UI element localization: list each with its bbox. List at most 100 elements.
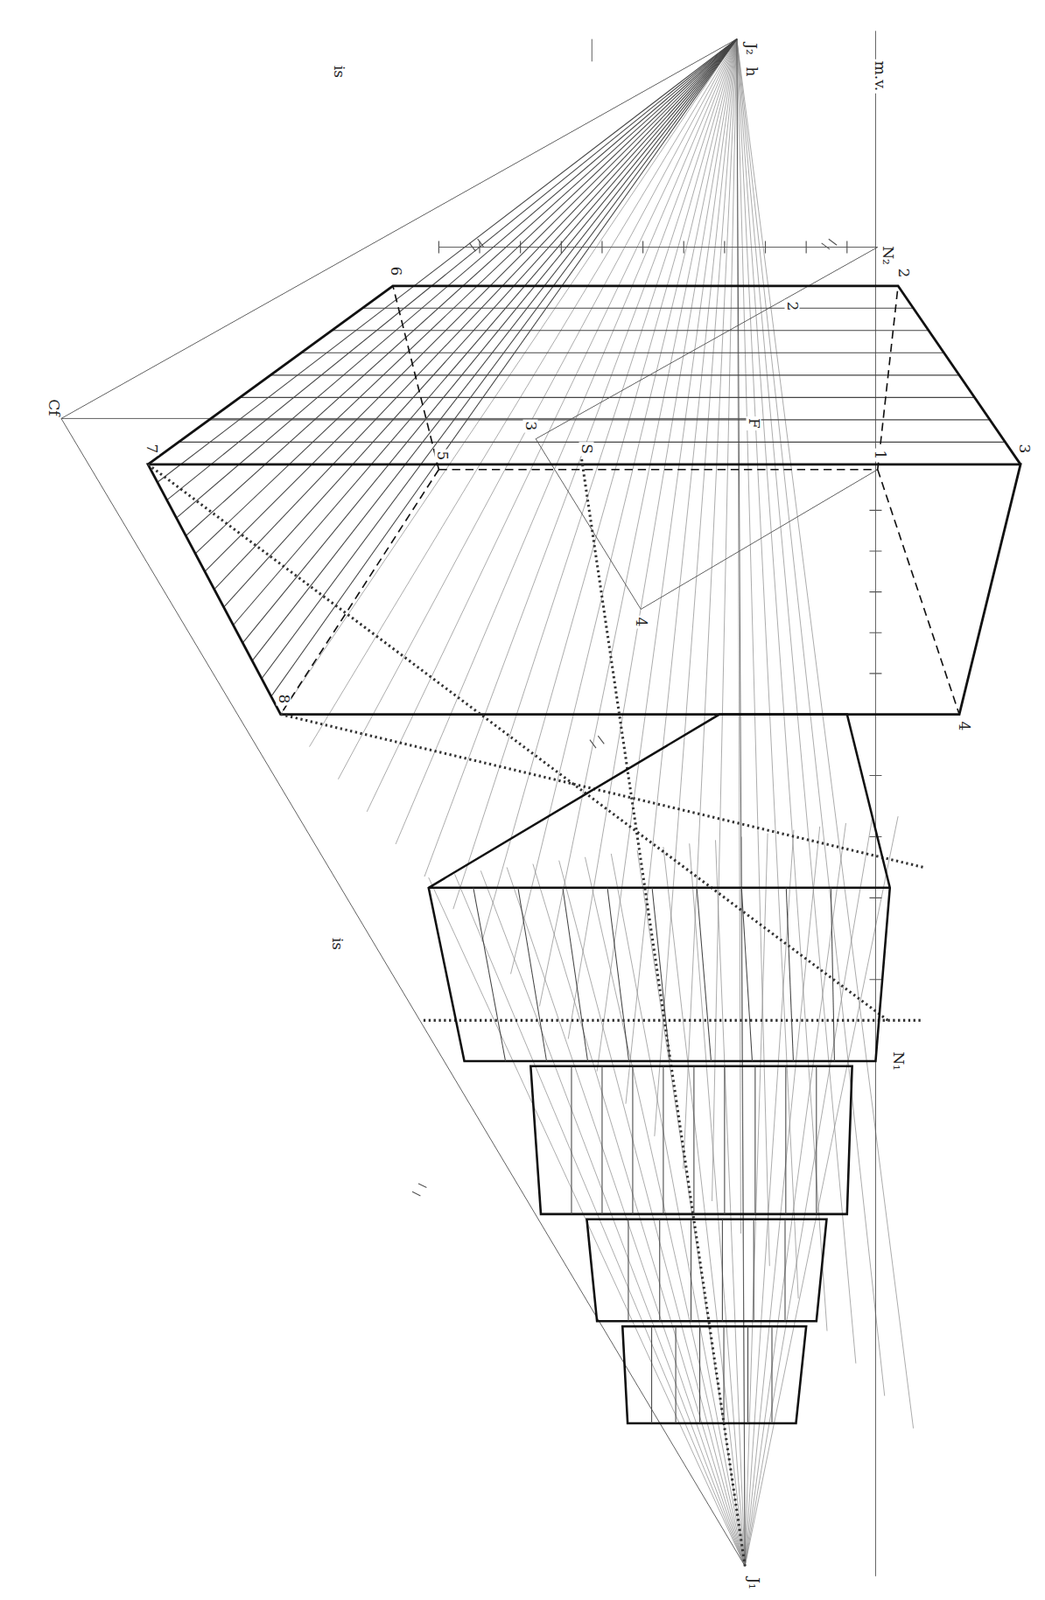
construction-line (518, 888, 548, 1062)
construction-line (651, 1326, 653, 1424)
point-label: 5 (434, 449, 449, 463)
construction-line (723, 1066, 725, 1215)
construction-line (309, 39, 737, 748)
construction-line (506, 867, 745, 1567)
construction-line (362, 308, 914, 309)
construction-line (539, 39, 737, 1008)
construction-line (744, 823, 846, 1567)
construction-line (233, 39, 737, 626)
point-label: 7 (143, 442, 159, 456)
construction-line (744, 830, 794, 1567)
construction-line (830, 888, 835, 1062)
construction-line (473, 888, 506, 1062)
construction-line (744, 827, 821, 1567)
point-label: S (579, 441, 595, 456)
construction-line (366, 39, 737, 813)
point-label: 3 (1016, 442, 1031, 456)
construction-line (784, 1220, 786, 1323)
construction-line (280, 39, 737, 716)
point-label: 2 (784, 299, 800, 313)
construction-line (754, 1066, 756, 1215)
construction-line (610, 854, 745, 1567)
construction-line (601, 1066, 603, 1215)
point-label: h (743, 64, 759, 78)
construction-line (675, 1326, 677, 1424)
construction-line (562, 888, 589, 1062)
construction-line (785, 1066, 786, 1215)
construction-line (696, 888, 711, 1062)
construction-line (785, 888, 793, 1062)
construction-line (659, 1220, 660, 1323)
construction-line (654, 39, 737, 1137)
construction-line (747, 1326, 749, 1424)
construction-line (214, 39, 737, 590)
construction-line (627, 1220, 629, 1323)
construction-line (607, 888, 629, 1062)
point-label: is (329, 935, 344, 952)
construction-line (712, 39, 737, 1202)
construction-line (663, 847, 745, 1567)
point-label: 6 (388, 265, 404, 279)
point-label: 8 (276, 692, 292, 706)
construction-line (239, 397, 975, 399)
point-label: N₂ (880, 244, 896, 267)
construction-line (271, 39, 737, 697)
construction-line (157, 39, 737, 484)
construction-line (741, 888, 752, 1062)
construction-line (224, 39, 737, 608)
point-label: Cf (45, 398, 61, 419)
point-label: 1 (872, 448, 888, 463)
construction-line (337, 39, 737, 780)
construction-line (815, 1066, 817, 1215)
construction-line (585, 857, 746, 1567)
construction-line (167, 39, 737, 501)
construction-line (482, 39, 737, 943)
construction-line (270, 374, 960, 376)
construction-line (736, 39, 799, 1300)
construction-line (424, 39, 737, 877)
construction-line (596, 39, 737, 1073)
construction-line (699, 1326, 701, 1424)
construction-line (715, 840, 746, 1567)
construction-line (195, 39, 737, 555)
point-label: F (745, 416, 761, 431)
point-label: J₁ (745, 1576, 761, 1593)
construction-line (753, 1220, 755, 1323)
construction-line (722, 1220, 723, 1323)
construction-line (662, 1066, 664, 1215)
construction-line (570, 1066, 572, 1215)
construction-line (631, 1066, 633, 1215)
construction-line (736, 39, 828, 1333)
construction-line (301, 352, 945, 354)
construction-line (252, 39, 737, 662)
construction-line (453, 39, 737, 911)
construction-line (683, 39, 737, 1170)
construction-line (204, 39, 737, 573)
point-label: 4 (633, 616, 649, 630)
construction-line (690, 1220, 692, 1323)
construction-line (511, 39, 737, 975)
construction-line (736, 39, 885, 1397)
construction-line (723, 1326, 725, 1424)
construction-line (331, 329, 929, 331)
point-label: m.v. (872, 59, 888, 94)
construction-line (771, 1326, 772, 1424)
point-label: is (331, 63, 347, 80)
construction-line (652, 888, 670, 1062)
construction-line (176, 39, 737, 519)
construction-line (261, 39, 737, 680)
construction-line (744, 816, 898, 1567)
point-label: 4 (955, 720, 971, 734)
construction-line (744, 820, 872, 1567)
construction-line (209, 419, 990, 421)
point-label: 2 (895, 266, 911, 281)
construction-line (736, 39, 856, 1365)
point-label: J₂ (743, 41, 759, 57)
construction-line (693, 1066, 695, 1215)
construction-line (185, 39, 737, 537)
point-label: N₁ (890, 1050, 906, 1074)
point-label: 3 (523, 420, 539, 434)
construction-line (625, 39, 737, 1105)
